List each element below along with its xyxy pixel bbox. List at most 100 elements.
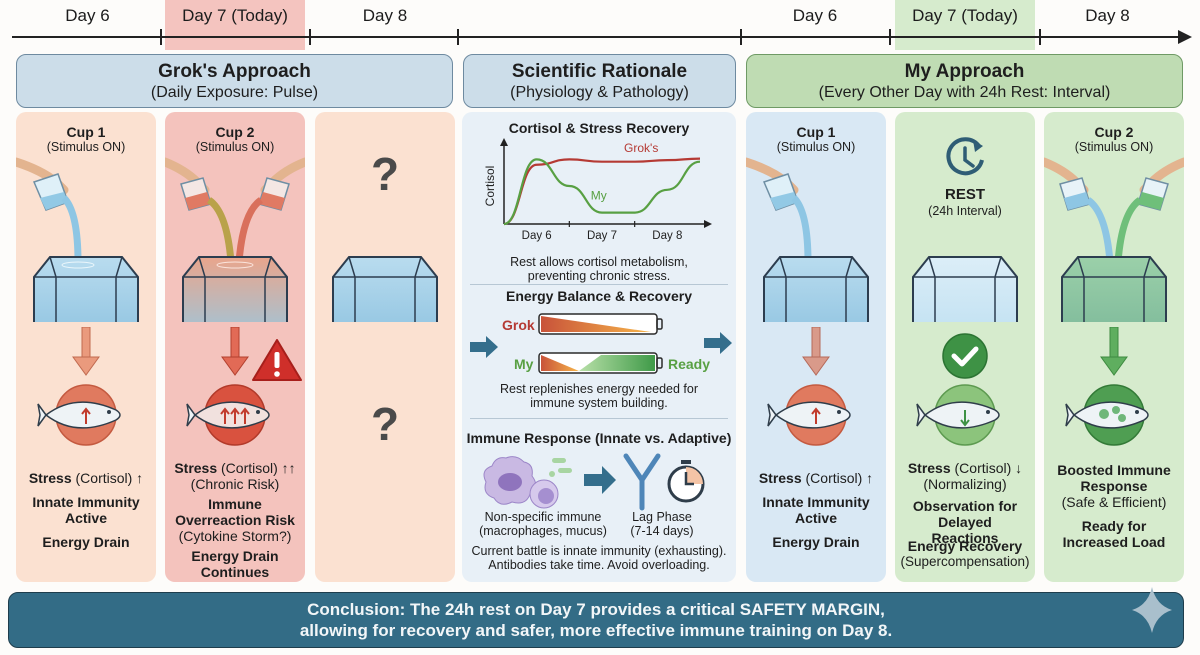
grok-day6-stress: Stress (Cortisol) ↑ bbox=[16, 470, 156, 486]
immune-title: Immune Response (Innate vs. Adaptive) bbox=[466, 430, 732, 446]
cup-title: Cup 2 bbox=[1094, 124, 1134, 140]
pouring-tank-illustration bbox=[1044, 157, 1184, 322]
innate-label: Non-specific immune (macrophages, mucus) bbox=[468, 510, 618, 538]
down-arrow-icon bbox=[72, 327, 100, 376]
my-day7-column: REST (24h Interval) Stress (Cortisol) ↓ … bbox=[895, 112, 1035, 582]
cortisol-chart-title: Cortisol & Stress Recovery bbox=[508, 120, 690, 136]
tank-icon bbox=[33, 256, 139, 322]
cup-subtitle: (Stimulus ON) bbox=[1074, 140, 1154, 154]
stress-label: Stress bbox=[907, 460, 951, 476]
cortisol-caption: Rest allows cortisol metabolism, prevent… bbox=[510, 255, 688, 283]
conclusion-line1: Conclusion: The 24h rest on Day 7 provid… bbox=[307, 600, 885, 619]
my-approach-title: My Approach bbox=[904, 61, 1025, 82]
my-day7-normalizing: (Normalizing) bbox=[923, 476, 1007, 492]
y-axis-label: Cortisol bbox=[483, 166, 497, 207]
series-line-my bbox=[503, 158, 701, 226]
resting-tank-illustration bbox=[912, 256, 1018, 322]
groks-approach-subtitle: (Daily Exposure: Pulse) bbox=[150, 84, 319, 101]
series-label: My bbox=[591, 189, 607, 203]
section-divider bbox=[470, 418, 728, 419]
timeline-day6-right: Day 6 bbox=[792, 6, 838, 25]
x-tick-label: Day 7 bbox=[587, 230, 617, 242]
my-battery-icon bbox=[538, 352, 663, 374]
my-day6-stress: Stress (Cortisol) ↑ bbox=[746, 470, 886, 486]
rest-title: REST bbox=[944, 186, 985, 203]
cup-icon bbox=[180, 177, 212, 211]
section-divider bbox=[470, 284, 728, 285]
grok-day7-energy: Energy Drain Continues bbox=[191, 548, 279, 580]
grok-day7-overreaction: Immune Overreaction Risk bbox=[175, 496, 295, 528]
right-arrow-icon bbox=[470, 336, 498, 358]
pouring-tank-illustration bbox=[746, 157, 869, 322]
x-tick-label: Day 8 bbox=[652, 230, 682, 242]
my-day7-energy-recovery: Energy Recovery bbox=[907, 538, 1023, 554]
series-line-grok bbox=[503, 157, 701, 226]
sparkle-icon bbox=[1132, 587, 1172, 633]
timeline-tick bbox=[889, 29, 891, 45]
stressed-fish-icon bbox=[37, 384, 121, 446]
grok-battery-icon bbox=[538, 313, 663, 335]
my-approach-subtitle: (Every Other Day with 24h Rest: Interval… bbox=[818, 84, 1111, 101]
rest-subtitle: (24h Interval) bbox=[928, 204, 1002, 218]
grok-day7-stress: Stress (Cortisol) ↑↑ bbox=[165, 460, 305, 476]
grok-day6-column: Cup 1 (Stimulus ON) Stress (Cortisol) ↑ … bbox=[16, 112, 156, 582]
grok-day7-column: Cup 2 (Stimulus ON) Stress (Cortisol) ↑↑… bbox=[165, 112, 305, 582]
bacteria-icon bbox=[549, 458, 572, 477]
stress-detail: (Cortisol) ↓ bbox=[950, 460, 1023, 476]
immune-illustration bbox=[483, 453, 705, 511]
question-mark-icon: ? bbox=[370, 148, 400, 200]
energy-caption: Rest replenishes energy needed for immun… bbox=[499, 382, 699, 410]
timeline-day8-right: Day 8 bbox=[1085, 6, 1130, 25]
warning-icon bbox=[252, 339, 302, 381]
my-day7-supercompensation: (Supercompensation) bbox=[900, 554, 1030, 569]
my-day7-stress: Stress (Cortisol) ↓ bbox=[895, 460, 1035, 476]
y-axis-arrow-icon bbox=[500, 138, 508, 146]
pouring-tank-illustration bbox=[16, 157, 139, 322]
tank-icon bbox=[1061, 256, 1167, 322]
my-day6-column: Cup 1 (Stimulus ON) Stress (Cortisol) ↑ … bbox=[746, 112, 886, 582]
cup-icon bbox=[1059, 177, 1091, 211]
timeline-day7-left: Day 7 (Today) bbox=[182, 6, 288, 25]
timeline-day6-left: Day 6 bbox=[65, 6, 110, 25]
lymphocyte-icon bbox=[529, 479, 559, 509]
pouring-tank-illustration bbox=[165, 157, 305, 322]
timeline-tick bbox=[1039, 29, 1041, 45]
grok-day8-column: ? ? bbox=[315, 112, 455, 582]
stress-detail: (Cortisol) ↑ bbox=[801, 470, 874, 486]
my-day7-observation: Observation for Delayed Reactions bbox=[912, 498, 1018, 546]
cup-subtitle: (Stimulus ON) bbox=[46, 140, 126, 154]
timeline-day8-left: Day 8 bbox=[362, 6, 408, 25]
cup-icon bbox=[258, 177, 290, 211]
cup-icon bbox=[762, 173, 799, 211]
right-arrow-icon bbox=[704, 332, 732, 354]
immune-caption: Current battle is innate immunity (exhau… bbox=[471, 544, 727, 572]
normalizing-fish-icon bbox=[916, 384, 1000, 446]
conclusion-banner: Conclusion: The 24h rest on Day 7 provid… bbox=[8, 592, 1184, 648]
my-day6-energy: Energy Drain bbox=[772, 534, 860, 550]
macrophage-icon bbox=[483, 456, 536, 505]
stress-detail: (Cortisol) ↑ bbox=[71, 470, 144, 486]
timeline-arrow-icon bbox=[1178, 30, 1192, 44]
energy-my-label: My bbox=[514, 356, 534, 372]
timeline-axis bbox=[12, 36, 1182, 38]
boosted-fish-icon bbox=[1065, 384, 1149, 446]
x-tick-label: Day 6 bbox=[522, 230, 552, 242]
energy-grok-label: Grok bbox=[502, 317, 535, 333]
my-day8-ready: Ready for Increased Load bbox=[1062, 518, 1166, 550]
stress-detail: (Cortisol) ↑↑ bbox=[217, 460, 296, 476]
timeline-tick bbox=[740, 29, 742, 45]
innate-label-sub: (macrophages, mucus) bbox=[479, 524, 607, 538]
energy-ready-label: Ready bbox=[668, 356, 711, 372]
lag-phase-label: Lag Phase (7-14 days) bbox=[610, 510, 714, 538]
empty-tank-illustration bbox=[332, 256, 438, 322]
series-label: Grok's bbox=[624, 141, 658, 155]
tank-icon bbox=[763, 256, 869, 322]
my-day6-innate: Innate Immunity Active bbox=[762, 494, 870, 526]
groks-approach-title: Grok's Approach bbox=[158, 61, 311, 82]
right-arrow-icon bbox=[584, 466, 616, 494]
stress-label: Stress bbox=[28, 470, 72, 486]
scientific-rationale-header: Scientific Rationale (Physiology & Patho… bbox=[463, 54, 736, 108]
today-highlight-grok bbox=[165, 0, 305, 50]
